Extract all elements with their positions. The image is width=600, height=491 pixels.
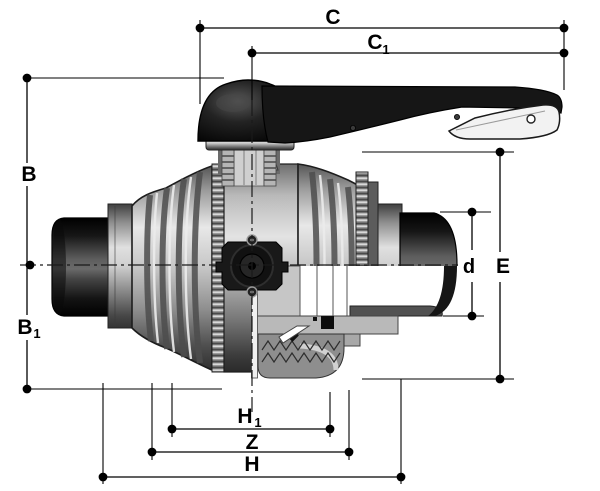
stem-column-center: [233, 147, 265, 187]
dimension-label-C1-sub: 1: [382, 42, 389, 57]
left-union-nut-highlights: [152, 176, 193, 360]
lever-hole: [526, 114, 536, 124]
valve-illustration: [51, 79, 563, 392]
dimension-label-B: B: [21, 163, 36, 186]
stem-rib-left: [221, 149, 235, 187]
dimension-C1: C 1: [247, 31, 569, 100]
dimension-B1: B 1: [17, 265, 222, 394]
dimension-label-B1: B: [17, 316, 32, 339]
section-union-nut: [257, 333, 345, 379]
left-pipe-endcap: [52, 219, 66, 315]
dimension-Z: Z: [147, 383, 354, 460]
stem-rib-right: [263, 149, 277, 187]
left-union-nut-ribs: [144, 171, 203, 364]
handle-screw: [349, 125, 356, 132]
dimension-label-C: C: [325, 6, 340, 29]
lever-contour: [455, 110, 546, 131]
handle-arm: [261, 85, 563, 144]
dimension-label-C1: C: [367, 31, 382, 54]
dimension-label-d: d: [463, 256, 475, 278]
section-pipe-wall: [349, 305, 443, 317]
dimension-label-H1: H: [237, 405, 252, 428]
dimension-E: E: [362, 147, 514, 384]
left-collar: [107, 203, 133, 329]
dimension-label-E: E: [496, 255, 510, 278]
section-spigot-lines: [299, 266, 348, 316]
centerlines: [20, 100, 458, 412]
handle-release-lever: [447, 104, 561, 140]
right-pipe-end-crescent: [428, 266, 457, 316]
section-nut-inner-curve: [299, 343, 339, 371]
dimension-B: B: [21, 73, 224, 270]
dimension-annotations: C C 1 B B 1: [17, 6, 569, 484]
section-threads: [261, 339, 341, 364]
dimension-label-B1-sub: 1: [33, 326, 40, 341]
dimension-H: H: [98, 379, 406, 484]
dimension-H1: H 1: [167, 383, 335, 437]
handle-screw: [453, 114, 460, 121]
dimension-d: d: [440, 207, 491, 321]
knob-sheen: [216, 94, 250, 112]
dimension-label-Z: Z: [246, 431, 259, 454]
dimension-label-H: H: [244, 453, 259, 476]
seal-small: [313, 317, 317, 321]
dimension-label-H1-sub: 1: [254, 415, 261, 430]
section-white-wedge: [278, 325, 311, 344]
o-ring-seal: [321, 316, 334, 329]
